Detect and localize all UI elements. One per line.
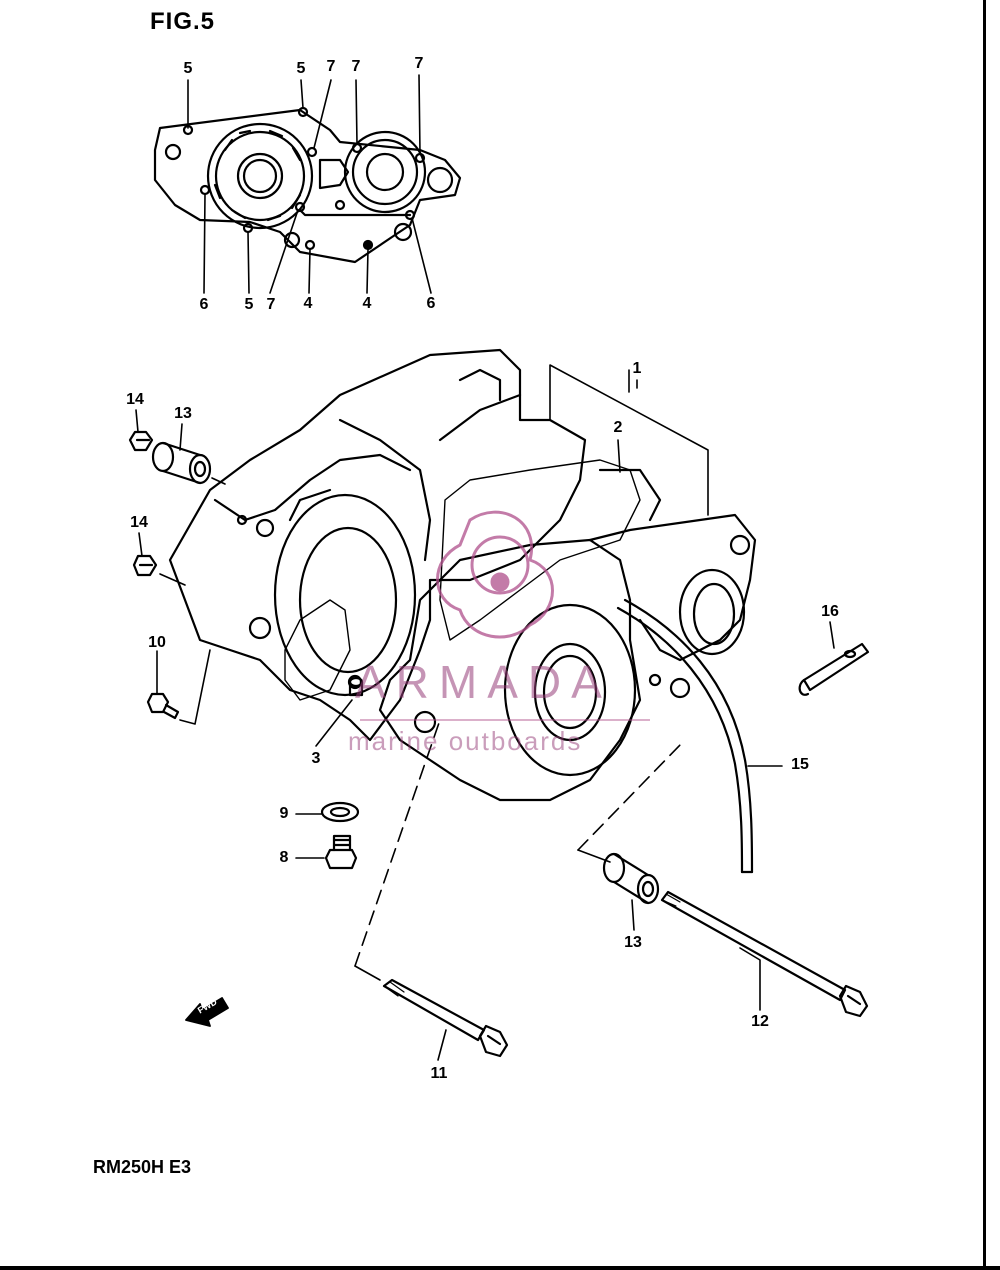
- part-10-bolt: [146, 692, 180, 720]
- callout-15: 15: [791, 756, 809, 773]
- callout-11: 11: [430, 1065, 448, 1082]
- crankcase-main-view: [168, 348, 757, 802]
- callout-top-7b: 7: [351, 58, 361, 75]
- callout-8: 8: [279, 849, 289, 866]
- model-code: RM250H E3: [93, 1157, 192, 1177]
- part-13-sleeve-lower: [602, 852, 660, 905]
- part-14-nut-lower: [132, 554, 158, 577]
- watermark-logo: [436, 510, 554, 639]
- part-16-clamp: [798, 642, 870, 696]
- callout-top-4b: 4: [362, 295, 372, 312]
- callout-16: 16: [821, 603, 839, 620]
- callout-top-6b: 6: [426, 295, 436, 312]
- part-9-washer: [320, 801, 360, 823]
- bottom-border: [0, 1266, 1000, 1270]
- fwd-arrow: [185, 997, 229, 1027]
- callout-1: 1: [632, 360, 642, 377]
- right-border: [983, 0, 986, 1270]
- callout-14-lower: 14: [130, 514, 148, 531]
- part-3-dowel: [348, 676, 364, 697]
- callout-top-7c: 7: [414, 55, 424, 72]
- callout-top-7a: 7: [326, 58, 336, 75]
- callout-9: 9: [279, 805, 289, 822]
- callout-13-lower: 13: [624, 934, 642, 951]
- callout-10: 10: [148, 634, 166, 651]
- callout-top-4a: 4: [303, 295, 313, 312]
- callout-top-7d: 7: [266, 296, 276, 313]
- crankcase-side-view: [153, 106, 462, 264]
- callout-top-5b: 5: [296, 60, 306, 77]
- part-12-long-bolt: [660, 890, 869, 1018]
- part-14-nut-upper: [128, 430, 154, 452]
- figure-title: FIG.5: [150, 8, 216, 35]
- callout-3: 3: [311, 750, 321, 767]
- part-11-bolt: [382, 978, 509, 1058]
- callout-13-upper: 13: [174, 405, 192, 422]
- callout-12: 12: [751, 1013, 769, 1030]
- watermark-name: ARMADA: [355, 656, 612, 708]
- callout-top-5c: 5: [244, 296, 254, 313]
- callout-top-5a: 5: [183, 60, 193, 77]
- part-8-drain-plug: [324, 834, 358, 870]
- callout-2: 2: [613, 419, 623, 436]
- callout-14-upper: 14: [126, 391, 144, 408]
- part-15-breather-hose: [616, 598, 754, 874]
- part-13-sleeve-upper: [151, 441, 212, 485]
- watermark-tagline: marine outboards: [348, 726, 583, 756]
- callout-top-6a: 6: [199, 296, 209, 313]
